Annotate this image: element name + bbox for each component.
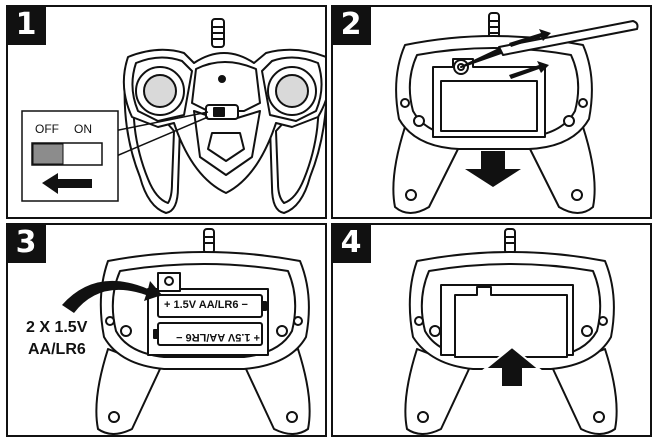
power-switch-knob bbox=[32, 143, 64, 165]
pull-out-arrow-icon bbox=[509, 61, 549, 79]
down-arrow-icon bbox=[465, 151, 521, 187]
switch-on-label: ON bbox=[74, 122, 92, 136]
switch-off-label: OFF bbox=[35, 122, 59, 136]
step-3-badge: 3 bbox=[8, 225, 46, 263]
left-arrow-icon bbox=[42, 173, 92, 194]
battery-cell-top-label: + 1.5V AA/LR6 − bbox=[164, 299, 248, 311]
step-3-panel: 3 + 1.5V AA/LR6 − + 1.5 bbox=[6, 223, 327, 437]
rotate-arrow-icon bbox=[509, 29, 551, 47]
insert-battery-arrow-icon bbox=[62, 280, 162, 313]
battery-type-label: AA/LR6 bbox=[28, 341, 86, 358]
transmitter-back-open-screw-drawing bbox=[392, 12, 639, 214]
step-2-badge: 2 bbox=[333, 7, 371, 45]
step-4-panel: 4 bbox=[331, 223, 652, 437]
transmitter-front-drawing bbox=[21, 18, 325, 214]
step-4-badge: 4 bbox=[333, 225, 371, 263]
battery-count-label: 2 X 1.5V bbox=[26, 319, 88, 336]
up-arrow-icon bbox=[482, 345, 542, 388]
step-1-panel: 1 bbox=[6, 5, 327, 219]
battery-cell-bottom-label: + 1.5V AA/LR6 − bbox=[176, 331, 260, 343]
transmitter-battery-compartment-drawing bbox=[62, 228, 311, 435]
transmitter-cover-close-drawing bbox=[404, 228, 618, 435]
step-2-panel: 2 bbox=[331, 5, 652, 219]
step-1-badge: 1 bbox=[8, 7, 46, 45]
